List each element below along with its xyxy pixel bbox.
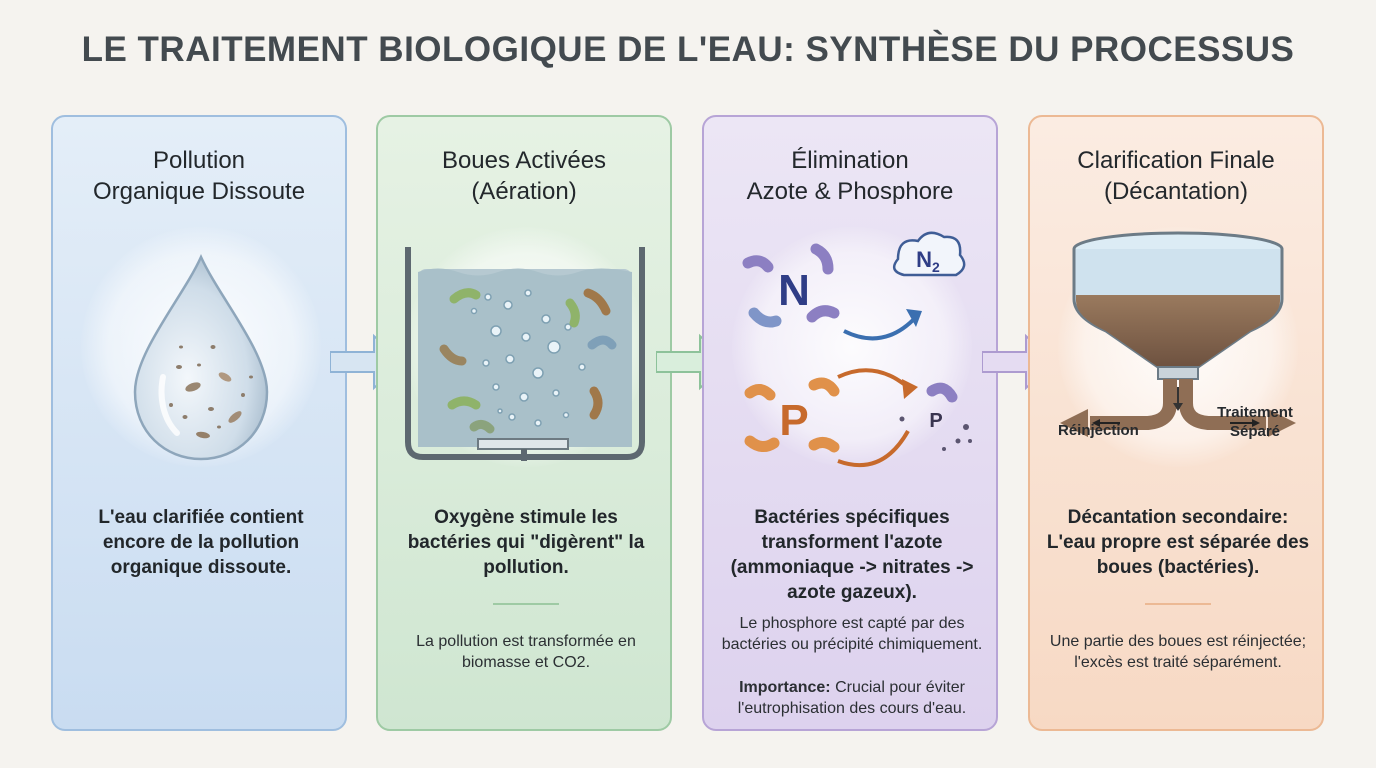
card-note: Une partie des boues est réinjectée; l'e… [1049,633,1307,671]
card-title-line1: Pollution [152,147,246,174]
card-title-line2: Organique Dissoute [92,178,306,205]
card-description: L'eau clarifiée contient encore de la po… [98,507,304,578]
card-title: Pollution Organique Dissoute [53,145,345,207]
card-title-line1: Élimination [791,147,909,174]
card-note: La pollution est transformée en biomasse… [416,633,636,671]
card-description: Bactéries spécifiques transforment l'azo… [730,507,974,603]
nitrogen-phosphorus-illustration: N N2 P P [742,231,972,468]
importance-text: Crucial pour éviter l'eutrophisation des… [737,679,967,717]
card-description: Oxygène stimule les bactéries qui "digèr… [407,507,645,578]
reinjection-label: Réinjection [1058,422,1139,439]
divider [1145,603,1211,605]
card-title: Clarification Finale (Décantation) [1030,145,1322,207]
importance-note: Importance: Crucial pour éviter l'eutrop… [714,677,990,719]
card-note: Le phosphore est capté par des bactéries… [721,615,983,653]
nitrogen-symbol: N [778,266,810,315]
phosphorus-small-symbol: P [929,410,942,432]
water-drop-illustration [133,253,269,461]
n2-symbol: N [916,247,932,272]
separate-treatment-line2: Séparé [1229,423,1281,440]
step-card-nutrient-removal: Élimination Azote & Phosphore N N2 P P [702,115,998,731]
importance-label: Importance: [739,679,831,696]
separate-treatment-label: Traitement Séparé [1210,403,1300,441]
page-title: LE TRAITEMENT BIOLOGIQUE DE L'EAU: SYNTH… [81,30,1295,69]
step-card-clarification: Clarification Finale (Décantation) Réinj… [1028,115,1324,731]
divider [493,603,559,605]
card-title: Élimination Azote & Phosphore [704,145,996,207]
card-title: Boues Activées (Aération) [378,145,670,207]
phosphorus-symbol: P [779,396,808,445]
card-title-line2: Azote & Phosphore [746,178,954,205]
card-title-line2: (Aération) [471,178,577,205]
svg-text:N2: N2 [916,247,940,275]
n2-subscript: 2 [932,259,940,275]
card-title-line1: Clarification Finale [1077,147,1275,174]
step-card-aeration: Boues Activées (Aération) Oxygèn [376,115,672,731]
aeration-tank-illustration [405,247,645,461]
separate-treatment-line1: Traitement [1217,404,1293,421]
card-title-line1: Boues Activées [441,147,607,174]
card-title-line2: (Décantation) [1103,178,1249,205]
step-card-pollution: Pollution Organique Dissoute [51,115,347,731]
clarifier-illustration [1060,231,1296,437]
card-description: Décantation secondaire: L'eau propre est… [1046,507,1310,578]
